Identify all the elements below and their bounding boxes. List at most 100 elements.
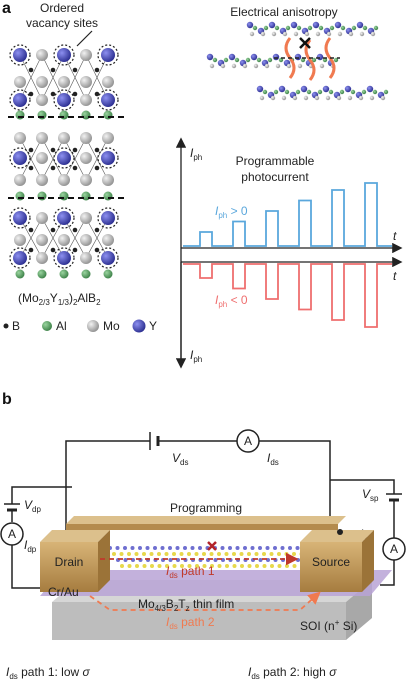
layer-atom-y: [278, 85, 286, 93]
layer-atom-mo: [264, 63, 270, 69]
layer-atom-mo: [259, 95, 265, 101]
layer-atom-y: [268, 21, 276, 29]
y-atom: [101, 93, 115, 107]
layer-atom-mo: [270, 95, 276, 101]
film-atom: [270, 564, 274, 568]
film-atom: [254, 552, 259, 556]
programming-bar-top: [66, 516, 346, 524]
film-atom: [213, 558, 218, 562]
al-atom: [59, 269, 69, 279]
layer-atom-mo: [337, 31, 343, 37]
film-atom: [194, 552, 199, 556]
film-atom: [202, 564, 207, 568]
al-atom: [59, 110, 69, 120]
layer-atom-al: [278, 57, 284, 63]
al-atom: [81, 191, 91, 201]
bond: [63, 217, 87, 259]
y-atom: [101, 151, 115, 165]
b-atom: [72, 227, 78, 233]
layer-atom-al: [300, 57, 306, 63]
vacancy-ring: [9, 147, 31, 169]
ids-path-2-arrow: [89, 591, 321, 611]
ids-path-2-label: Ids path 2: [166, 615, 215, 631]
formula: (Mo2/3Y1/3)2AlB2: [18, 291, 101, 307]
y-atom: [13, 93, 27, 107]
device-stack: Programming Drain Source Ids path 1 Ids …: [40, 501, 392, 640]
layer-atom-mo: [303, 95, 309, 101]
al-atom: [15, 110, 25, 120]
film-atom: [145, 546, 150, 550]
film-atom: [258, 558, 263, 562]
film-atom: [250, 546, 255, 550]
film-atom: [179, 552, 184, 556]
y-atom: [57, 251, 71, 265]
layer-atom-mo: [380, 95, 386, 101]
layer-atom-mo: [275, 63, 281, 69]
film-atom: [295, 546, 300, 550]
layer-atom-al: [383, 89, 389, 95]
programming-bar-front: [66, 524, 338, 530]
film-atom: [217, 564, 222, 568]
al-atom: [103, 191, 113, 201]
layer-atom-y: [206, 53, 214, 61]
film-atom: [228, 546, 232, 550]
crystal-structure: [8, 44, 124, 279]
film-atom: [225, 564, 229, 568]
film-atom: [262, 552, 266, 556]
al-atom: [37, 269, 47, 279]
layer-atom-al: [322, 57, 328, 63]
t-axis-label-top: t: [393, 229, 397, 243]
al-atom: [81, 110, 91, 120]
vacancy-ring: [53, 247, 75, 269]
mo-atom: [80, 94, 92, 106]
blocked-cross: [299, 37, 311, 49]
layer-atom-al: [252, 25, 258, 31]
vacancy-ring: [97, 207, 119, 229]
y-atom: [13, 251, 27, 265]
layer-atom-al: [328, 89, 334, 95]
film-atom: [280, 546, 285, 550]
vsp-circuit: A Vsp Isp: [330, 479, 406, 586]
y-atom: [101, 211, 115, 225]
layer-atom-mo: [209, 63, 215, 69]
al-atom: [81, 269, 91, 279]
mo-atom: [14, 76, 26, 88]
layer-atom-y: [272, 53, 280, 61]
legend-al-dot: [42, 321, 52, 331]
b-atom: [72, 165, 78, 171]
iph-negative-label: Iph < 0: [215, 293, 248, 309]
film-atom: [262, 564, 267, 568]
mo-atom: [58, 76, 70, 88]
vacancy-ring: [97, 147, 119, 169]
bond: [19, 137, 43, 181]
layer-atom-y: [228, 53, 236, 61]
layer-atom-mo: [325, 95, 331, 101]
bond: [41, 217, 65, 259]
film-atom: [292, 552, 296, 556]
y-atom: [57, 151, 71, 165]
film-atom: [168, 558, 173, 562]
layer-atom-y: [256, 85, 264, 93]
film-atom: [224, 552, 229, 556]
al-atom: [103, 110, 113, 120]
vacancy-ring: [53, 147, 75, 169]
path-1-blocked-cross: [207, 541, 217, 551]
bond: [85, 54, 109, 101]
b-atom: [50, 91, 56, 97]
layer-atom-al: [350, 89, 356, 95]
mo-atom: [36, 132, 48, 144]
iph-axis-label-top: Iph: [190, 146, 202, 162]
layer-atom-al: [351, 25, 357, 31]
source-electrode-side: [362, 530, 374, 592]
electrical-anisotropy-title: Electrical anisotropy: [230, 5, 337, 19]
layer-atom-al: [223, 57, 229, 63]
layer-atom-al: [329, 25, 335, 31]
vacancy-ring: [9, 207, 31, 229]
layer-atom-y: [334, 21, 342, 29]
film-atom: [142, 564, 147, 568]
source-contact-dot: [337, 529, 343, 535]
film-atom: [160, 546, 165, 550]
vacancy-ring: [53, 89, 75, 111]
b-atom: [72, 91, 78, 97]
mo-atom: [102, 76, 114, 88]
